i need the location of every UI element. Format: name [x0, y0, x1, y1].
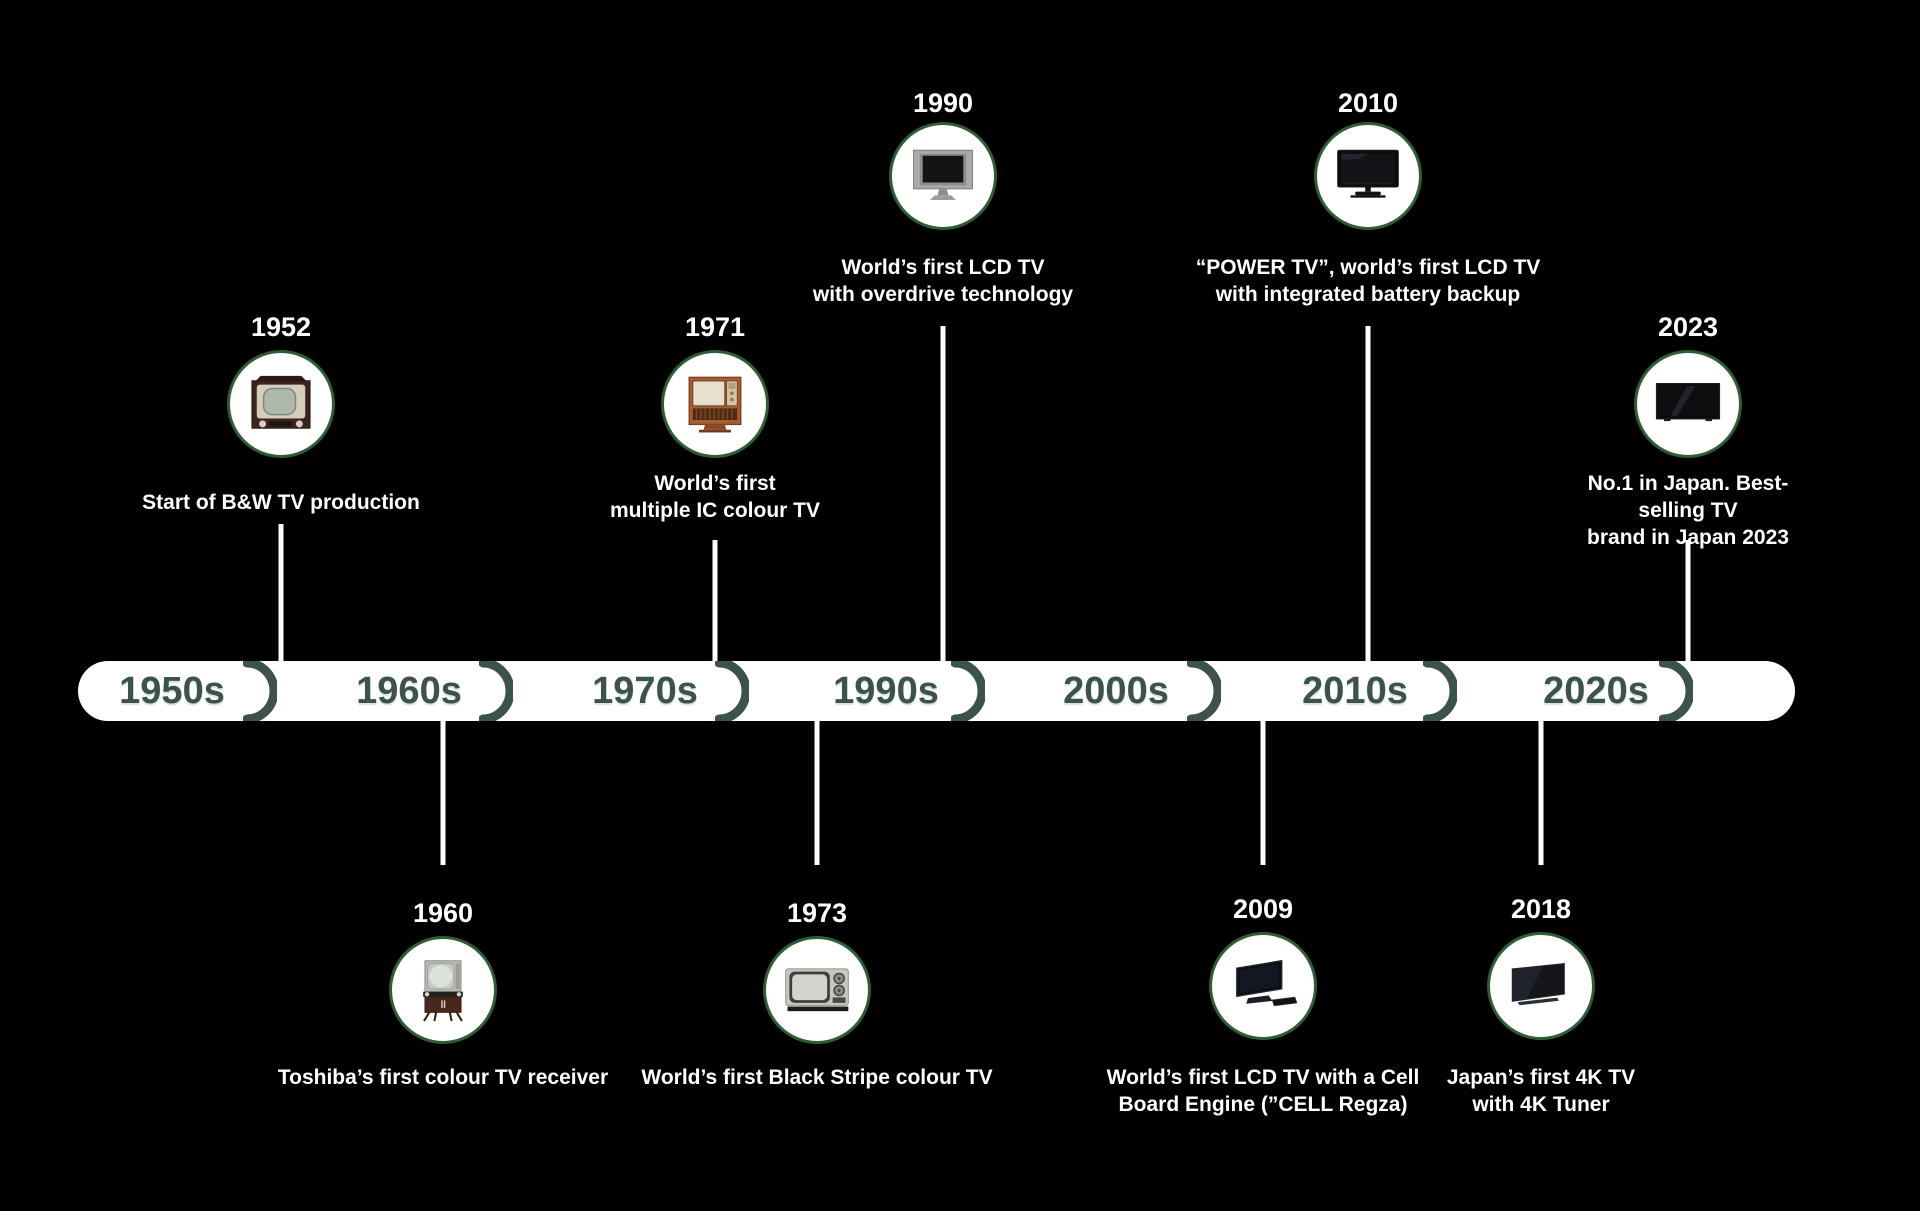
decade-separator-icon — [1423, 661, 1457, 721]
event-circle — [661, 350, 769, 458]
decade-separator-icon — [951, 661, 985, 721]
event-caption: Toshiba’s first colour TV receiver — [277, 1066, 609, 1089]
event-circle — [1634, 350, 1742, 458]
portable-tv-icon — [785, 968, 849, 1012]
crt-bw-tv-icon — [251, 375, 311, 429]
modern-4k-tv-icon — [1655, 383, 1721, 422]
connector-line — [712, 540, 718, 661]
connector-line — [1365, 326, 1371, 661]
connector-line — [940, 326, 946, 661]
decade-label-2000s: 2000s — [1063, 670, 1169, 712]
event-year: 2023 — [1657, 312, 1719, 342]
4k-tv-icon — [1511, 962, 1565, 1006]
event-caption: No.1 in Japan. Best-selling TV brand in … — [1587, 472, 1789, 549]
console-colour-tv-icon — [423, 960, 463, 1022]
power-tv-icon — [1337, 149, 1399, 198]
wood-console-tv-icon — [688, 376, 742, 433]
event-circle — [1487, 932, 1595, 1040]
decade-label-2010s: 2010s — [1302, 670, 1408, 712]
event-caption: World’s first Black Stripe colour TV — [641, 1066, 993, 1089]
connector-line — [440, 721, 446, 865]
event-circle — [227, 350, 335, 458]
timeline-bar — [78, 661, 1795, 721]
connector-line — [278, 524, 284, 661]
decade-label-1950s: 1950s — [119, 670, 225, 712]
event-year: 1990 — [912, 88, 974, 118]
connector-line — [814, 721, 820, 865]
decade-label-2020s: 2020s — [1543, 670, 1649, 712]
event-caption: World’s first LCD TV with overdrive tech… — [812, 256, 1074, 306]
event-year: 2018 — [1510, 894, 1572, 924]
event-circle — [889, 122, 997, 230]
event-circle — [763, 936, 871, 1044]
decade-separator-icon — [1187, 661, 1221, 721]
decade-separator-icon — [1659, 661, 1693, 721]
event-circle — [389, 936, 497, 1044]
event-year: 1971 — [684, 312, 746, 342]
event-caption: “POWER TV”, world’s first LCD TV with in… — [1195, 256, 1541, 306]
event-caption: World’s first multiple IC colour TV — [609, 472, 821, 522]
decade-label-1970s: 1970s — [592, 670, 698, 712]
event-caption: World’s first LCD TV with a Cell Board E… — [1106, 1066, 1420, 1116]
decade-label-1960s: 1960s — [356, 670, 462, 712]
decade-separator-icon — [715, 661, 749, 721]
connector-line — [1260, 721, 1266, 865]
event-year: 2010 — [1337, 88, 1399, 118]
decade-separator-icon — [243, 661, 277, 721]
event-circle — [1314, 122, 1422, 230]
cell-regza-tv-icon — [1236, 959, 1298, 1007]
event-year: 2009 — [1232, 894, 1294, 924]
connector-line — [1685, 540, 1691, 661]
event-year: 1960 — [412, 898, 474, 928]
event-caption: Japan’s first 4K TV with 4K Tuner — [1446, 1066, 1636, 1116]
decade-separator-icon — [479, 661, 513, 721]
connector-line — [1538, 721, 1544, 865]
event-circle — [1209, 932, 1317, 1040]
event-year: 1973 — [786, 898, 848, 928]
event-year: 1952 — [250, 312, 312, 342]
event-caption: Start of B&W TV production — [142, 491, 420, 514]
lcd-monitor-tv-icon — [913, 149, 973, 200]
decade-label-1990s: 1990s — [833, 670, 939, 712]
